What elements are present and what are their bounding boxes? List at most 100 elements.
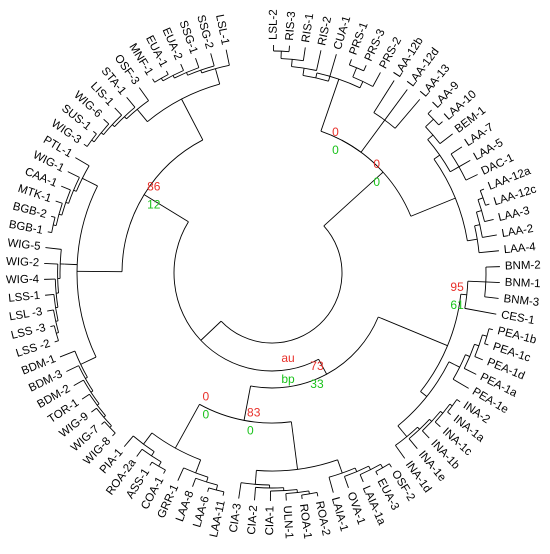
branch-segment	[466, 174, 478, 180]
branch-segment	[150, 462, 152, 465]
leaf-label: CIA-1	[264, 506, 276, 535]
branch-segment	[84, 144, 87, 146]
branch-segment	[182, 99, 203, 140]
branch-segment	[374, 80, 394, 112]
branch-segment	[303, 68, 304, 75]
branch-arc	[96, 408, 111, 426]
leaf-label: CIA-2	[246, 505, 260, 535]
branch-segment	[467, 239, 477, 241]
branch-segment	[83, 357, 97, 363]
branch-segment	[480, 189, 484, 190]
branch-segment	[341, 469, 342, 473]
leaf-label: RIS-1	[300, 13, 316, 44]
branch-arc	[104, 422, 115, 433]
branch-arc	[464, 344, 474, 368]
branch-segment	[489, 329, 493, 330]
branch-segment	[439, 122, 443, 125]
leaf-label: WIG-4	[6, 273, 40, 286]
branch-segment	[82, 178, 87, 181]
branch-segment	[88, 181, 98, 186]
branch-segment	[291, 422, 297, 470]
branch-segment	[82, 394, 89, 399]
branch-segment	[316, 73, 317, 78]
leaf-label: BNM-1	[505, 277, 541, 290]
branch-segment	[457, 400, 460, 402]
leaf-label: LSL-2	[268, 9, 280, 40]
branch-segment	[465, 308, 496, 314]
branch-segment	[112, 125, 114, 127]
branch-segment	[75, 158, 89, 166]
leaf-label: LAA-4	[503, 241, 537, 256]
branch-segment	[395, 445, 404, 458]
branch-segment	[448, 412, 451, 414]
branch-segment	[146, 433, 152, 441]
branch-segment	[256, 470, 257, 478]
branch-arc	[475, 335, 483, 357]
leaf-label: LAIA-1	[329, 496, 350, 533]
branch-arc	[480, 191, 485, 206]
branch-segment	[127, 97, 135, 107]
branch-arc	[422, 411, 440, 431]
leaf-label: WIG-5	[7, 237, 41, 253]
branch-segment	[398, 426, 402, 431]
legend-bp-label: bp	[281, 372, 295, 386]
branch-segment	[485, 297, 499, 299]
branch-segment	[60, 351, 75, 357]
branch-segment	[124, 117, 126, 119]
branch-segment	[140, 112, 148, 121]
branch-segment	[321, 79, 339, 131]
leaf-label: LSS-1	[8, 290, 41, 305]
branch-segment	[411, 198, 455, 216]
branch-segment	[385, 89, 408, 120]
branch-segment	[434, 155, 440, 159]
leaf-label: BGB-1	[8, 219, 44, 237]
leaf-label: BNM-2	[505, 259, 541, 272]
branch-segment	[61, 186, 70, 190]
branch-segment	[338, 460, 341, 469]
branch-segment	[303, 47, 305, 60]
branch-arc	[94, 124, 109, 142]
branch-arc	[104, 115, 122, 135]
branch-segment	[53, 225, 56, 226]
branch-segment	[475, 357, 483, 360]
branch-arc	[174, 222, 319, 371]
branch-segment	[68, 172, 80, 178]
branch-segment	[181, 64, 184, 70]
leaf-label: LAA-3	[497, 205, 531, 224]
branch-arc	[360, 464, 381, 474]
leaf-label: CIA-3	[228, 503, 244, 534]
branch-arc	[453, 355, 465, 380]
branch-segment	[201, 321, 221, 340]
branch-segment	[144, 441, 146, 444]
branch-segment	[453, 379, 469, 388]
branch-segment	[409, 439, 417, 449]
branch-segment	[102, 422, 105, 425]
branch-segment	[381, 464, 383, 467]
branch-segment	[474, 344, 478, 346]
branch-segment	[139, 88, 148, 101]
branch-segment	[418, 427, 420, 429]
branch-segment	[344, 476, 348, 487]
branch-segment	[459, 160, 470, 166]
branch-arc	[426, 127, 440, 144]
support-bp: 0	[332, 143, 339, 157]
branch-segment	[464, 368, 476, 374]
branch-segment	[389, 464, 391, 467]
branch-segment	[449, 362, 454, 365]
branch-segment	[402, 431, 406, 436]
branch-segment	[93, 131, 96, 133]
branch-segment	[196, 58, 199, 67]
branch-segment	[361, 120, 385, 152]
branch-segment	[151, 452, 154, 456]
branch-arc	[353, 77, 373, 87]
leaf-label: RIS-2	[316, 15, 334, 46]
branch-segment	[360, 475, 363, 482]
support-bp: 33	[310, 377, 324, 391]
branch-segment	[369, 466, 371, 470]
branch-segment	[48, 232, 52, 233]
branch-segment	[153, 79, 155, 82]
leaf-label: LSL-1	[213, 13, 231, 45]
branch-segment	[115, 108, 122, 115]
branch-segment	[465, 355, 469, 357]
